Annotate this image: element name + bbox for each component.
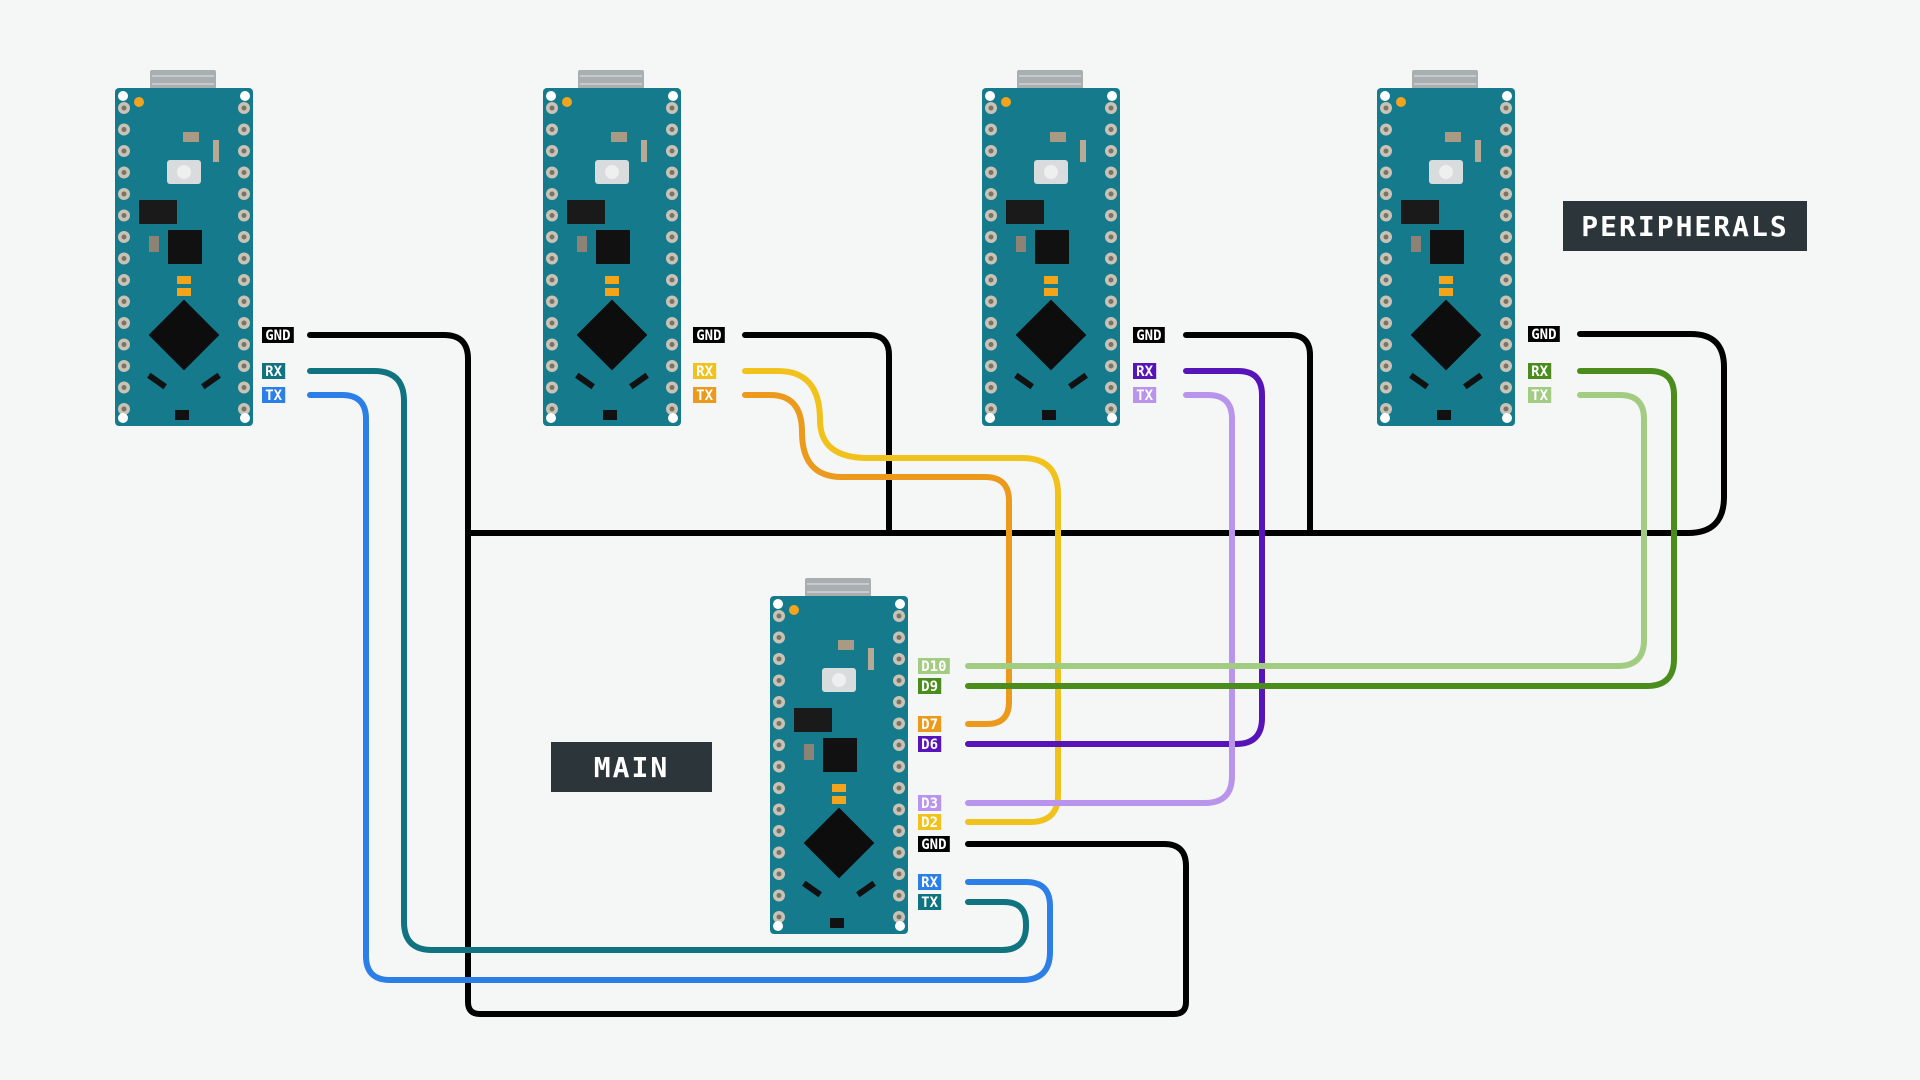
svg-text:RX: RX — [696, 364, 713, 380]
main-board — [770, 578, 908, 934]
main-title: MAIN — [551, 742, 712, 792]
svg-text:GND: GND — [1136, 328, 1161, 344]
p2-tx-label: TX — [693, 387, 717, 404]
svg-text:TX: TX — [1531, 388, 1548, 404]
svg-text:D2: D2 — [921, 815, 938, 831]
wires — [307, 331, 1727, 1017]
p3-rx-label: RX — [1133, 363, 1157, 380]
wire-p2-rx-d2 — [742, 368, 1061, 825]
main-d7-label: D7 — [918, 716, 942, 733]
main-gnd-label: GND — [918, 836, 950, 853]
svg-text:D6: D6 — [921, 737, 938, 753]
svg-text:TX: TX — [1136, 388, 1153, 404]
p2-rx-label: RX — [693, 363, 717, 380]
wire-p4-tx-d10 — [965, 392, 1647, 669]
svg-text:D9: D9 — [921, 679, 938, 695]
svg-text:RX: RX — [1531, 364, 1548, 380]
wire-p4-rx-d9 — [965, 368, 1677, 689]
p4-rx-label: RX — [1528, 363, 1552, 380]
svg-text:RX: RX — [265, 364, 282, 380]
main-d3-label: D3 — [918, 795, 942, 812]
svg-text:D10: D10 — [921, 659, 946, 675]
svg-text:TX: TX — [921, 895, 938, 911]
p3-gnd-label: GND — [1133, 327, 1165, 344]
wire-main-gnd — [307, 332, 1189, 1017]
p1-gnd-label: GND — [262, 327, 294, 344]
main-d6-label: D6 — [918, 736, 942, 753]
p4-tx-label: TX — [1528, 387, 1552, 404]
svg-text:GND: GND — [265, 328, 290, 344]
p2-gnd-label: GND — [693, 327, 725, 344]
main-rx-label: RX — [918, 874, 942, 891]
main-d10-label: D10 — [918, 658, 950, 675]
peripheral-3-board — [982, 70, 1120, 426]
wire-p2-tx-d7 — [742, 392, 1012, 727]
svg-text:D3: D3 — [921, 796, 938, 812]
main-tx-label: TX — [918, 894, 942, 911]
wire-p1-rx-main-tx — [307, 368, 1029, 953]
peripheral-2-board — [543, 70, 681, 426]
svg-text:RX: RX — [1136, 364, 1153, 380]
peripheral-1-board — [115, 70, 253, 426]
pin-labels: GND RX TX GND RX TX GND RX TX GND RX TX D10D9D7D6D3D… — [262, 326, 1560, 911]
svg-text:RX: RX — [921, 875, 938, 891]
wire-p3-rx-d6 — [965, 368, 1265, 747]
svg-text:GND: GND — [921, 837, 946, 853]
svg-text:GND: GND — [696, 328, 721, 344]
peripherals-title: PERIPHERALS — [1563, 201, 1807, 251]
svg-text:TX: TX — [696, 388, 713, 404]
main-d9-label: D9 — [918, 678, 942, 695]
wire-p3-tx-d3 — [965, 392, 1235, 806]
wire-gnd-bus — [465, 331, 1727, 536]
svg-text:GND: GND — [1531, 327, 1556, 343]
svg-text:D7: D7 — [921, 717, 938, 733]
peripheral-4-board — [1377, 70, 1515, 426]
p1-tx-label: TX — [262, 387, 286, 404]
svg-text:TX: TX — [265, 388, 282, 404]
boards — [115, 70, 1515, 934]
p1-rx-label: RX — [262, 363, 286, 380]
main-d2-label: D2 — [918, 814, 942, 831]
wire-gnd-p3 — [1183, 332, 1313, 536]
p4-gnd-label: GND — [1528, 326, 1560, 343]
wire-p1-tx-main-rx — [307, 392, 1053, 983]
p3-tx-label: TX — [1133, 387, 1157, 404]
wire-gnd-p2 — [742, 332, 892, 536]
